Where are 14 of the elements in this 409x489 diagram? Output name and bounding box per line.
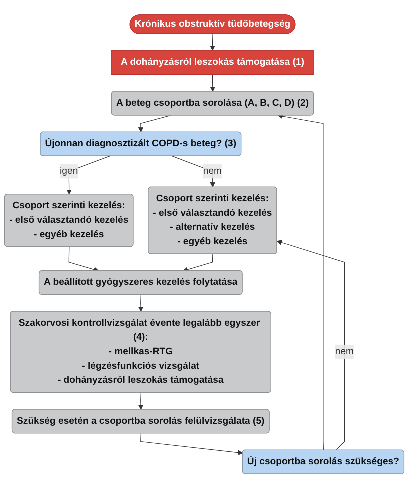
edge-label: igen — [60, 166, 78, 176]
arrow — [140, 433, 244, 456]
edge-label: nem — [203, 166, 222, 176]
arrow — [138, 392, 144, 410]
arrow — [210, 34, 216, 52]
arrow — [138, 115, 172, 133]
edge-label: nem — [335, 346, 354, 357]
arrow — [277, 240, 345, 451]
arrow — [183, 254, 214, 272]
node-box: A dohányzásról leszokás támogatása (1) — [111, 50, 314, 76]
arrow — [278, 114, 324, 451]
arrow — [138, 294, 144, 312]
arrow — [210, 74, 216, 92]
arrow — [68, 246, 100, 272]
